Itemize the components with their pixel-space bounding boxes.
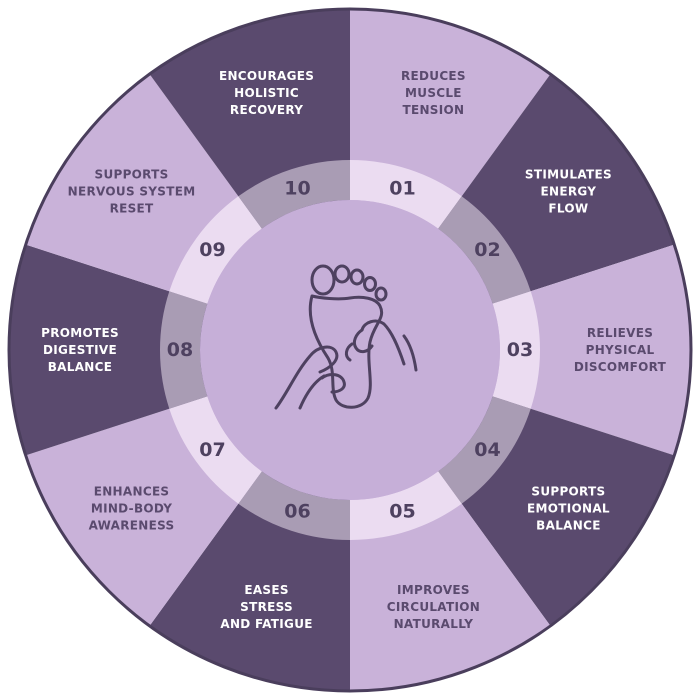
ring-segment-02 — [438, 196, 531, 304]
segment-number-01: 01 — [389, 177, 415, 199]
ring-segment-09 — [169, 196, 262, 304]
segment-label-05: IMPROVES CIRCULATION NATURALLY — [387, 583, 480, 631]
segment-numbers: 01 02 03 04 05 06 07 08 09 10 — [167, 177, 533, 522]
segment-number-06: 06 — [284, 501, 310, 523]
ring-segment-06 — [238, 471, 350, 541]
segment-number-08: 08 — [167, 339, 193, 361]
segment-number-10: 10 — [284, 177, 310, 199]
segment-label-line: STRESS — [240, 600, 293, 614]
number-ring — [160, 160, 540, 541]
segment-label-line: TENSION — [402, 103, 464, 117]
segment-label-line: RESET — [110, 201, 154, 215]
segment-label-01: REDUCES MUSCLE TENSION — [401, 69, 466, 117]
segment-label-line: RELIEVES — [587, 326, 653, 340]
outer-border — [7, 7, 693, 693]
ring-segment-03 — [492, 291, 540, 409]
segment-label-line: FLOW — [548, 201, 588, 215]
center-disc — [200, 200, 500, 500]
segment-label-04: SUPPORTS EMOTIONAL BALANCE — [527, 485, 610, 533]
segment-number-04: 04 — [474, 439, 500, 461]
segment-label-line: RECOVERY — [230, 103, 303, 117]
segment-label-line: MIND-BODY — [91, 502, 172, 516]
ring-segment-10 — [238, 160, 350, 229]
segment-number-09: 09 — [199, 239, 225, 261]
segment-label-line: CIRCULATION — [387, 600, 480, 614]
foot-massage-icon — [274, 264, 418, 410]
segment-label-line: PHYSICAL — [586, 343, 655, 357]
segment-label-line: SUPPORTS — [95, 167, 169, 181]
segment-label-line: MUSCLE — [405, 86, 462, 100]
segment-label-line: BALANCE — [536, 519, 601, 533]
segment-label-09: SUPPORTS NERVOUS SYSTEM RESET — [68, 167, 196, 215]
ring-segment-07 — [169, 396, 262, 504]
ring-segment-04 — [438, 396, 531, 504]
segment-label-line: ENCOURAGES — [219, 69, 314, 83]
segment-label-line: ENERGY — [541, 184, 597, 198]
segment-label-line: AND FATIGUE — [220, 617, 312, 631]
segment-label-line: SUPPORTS — [531, 485, 605, 499]
segment-label-07: ENHANCES MIND-BODY AWARENESS — [89, 485, 175, 533]
segment-label-line: REDUCES — [401, 69, 466, 83]
segment-label-08: PROMOTES DIGESTIVE BALANCE — [41, 326, 119, 374]
segment-label-06: EASES STRESS AND FATIGUE — [220, 583, 312, 631]
segment-label-line: PROMOTES — [41, 326, 119, 340]
segment-label-line: EMOTIONAL — [527, 502, 610, 516]
segment-number-05: 05 — [389, 501, 415, 523]
segment-label-line: HOLISTIC — [234, 86, 299, 100]
segment-label-line: BALANCE — [48, 360, 113, 374]
segment-label-03: RELIEVES PHYSICAL DISCOMFORT — [574, 326, 667, 374]
segment-label-line: NATURALLY — [394, 617, 474, 631]
segment-labels: REDUCES MUSCLE TENSION STIMULATES ENERGY FLOW… — [41, 69, 667, 631]
segment-label-line: EASES — [244, 583, 288, 597]
segment-label-line: DIGESTIVE — [43, 343, 117, 357]
segment-label-line: NERVOUS SYSTEM — [68, 184, 196, 198]
segment-number-02: 02 — [474, 239, 500, 261]
ring-segment-01 — [350, 160, 462, 229]
segment-label-02: STIMULATES ENERGY FLOW — [525, 167, 612, 215]
segment-label-line: ENHANCES — [94, 485, 170, 499]
segment-label-line: IMPROVES — [397, 583, 470, 597]
segment-label-line: AWARENESS — [89, 519, 175, 533]
ring-segment-05 — [350, 471, 462, 540]
segment-number-07: 07 — [199, 439, 225, 461]
segment-number-03: 03 — [507, 339, 533, 361]
segment-label-line: STIMULATES — [525, 167, 612, 181]
ring-segment-08 — [160, 291, 208, 409]
segment-label-10: ENCOURAGES HOLISTIC RECOVERY — [219, 69, 314, 117]
segment-label-line: DISCOMFORT — [574, 360, 667, 374]
